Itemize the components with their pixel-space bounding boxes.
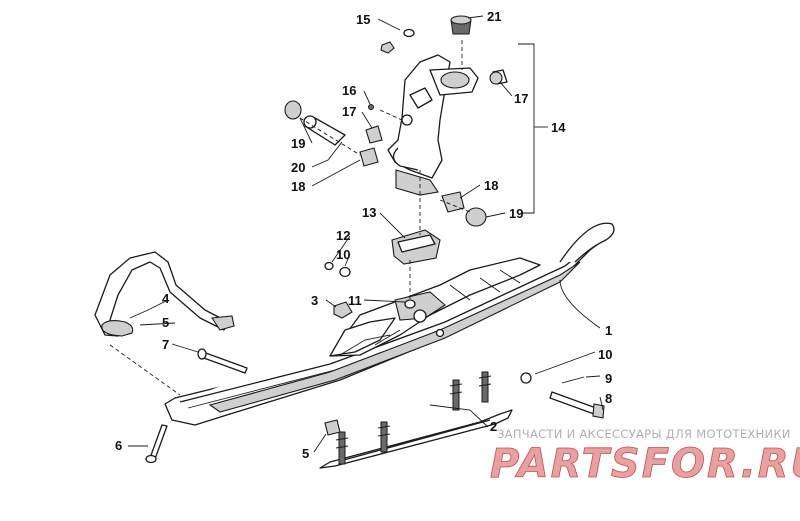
callout-12: 12 (336, 228, 350, 243)
callout-3: 3 (311, 293, 318, 308)
leader-lines (109, 15, 604, 453)
watermark-brand-main: PARTSFOR (490, 441, 741, 487)
watermark-logo: PARTSFOR.RU (490, 441, 800, 487)
wear-rod (319, 371, 513, 469)
callout-14: 14 (551, 120, 566, 135)
callout-21: 21 (487, 9, 501, 24)
callout-15: 15 (356, 12, 370, 27)
watermark-tagline: ЗАПЧАСТИ И АКСЕССУАРЫ ДЛЯ МОТОТЕХНИКИ (497, 427, 791, 441)
callout-13: 13 (362, 205, 376, 220)
ski-body (164, 222, 615, 426)
callout-1: 1 (605, 323, 612, 338)
callout-7: 7 (162, 337, 169, 352)
callout-17-left: 17 (342, 104, 356, 119)
callout-18-right: 18 (484, 178, 498, 193)
callout-4: 4 (162, 291, 170, 306)
callout-20: 20 (291, 160, 305, 175)
callout-19-left: 19 (291, 136, 305, 151)
callout-labels: 15 21 17 16 17 14 19 20 18 18 19 13 12 1… (115, 9, 612, 461)
callout-9: 9 (605, 371, 612, 386)
callout-10-upper: 10 (336, 247, 350, 262)
hardware (145, 15, 605, 464)
watermark: ЗАПЧАСТИ И АКСЕССУАРЫ ДЛЯ МОТОТЕХНИКИ PA… (490, 427, 800, 487)
callout-8: 8 (605, 391, 612, 406)
watermark-brand-tld: .RU (741, 441, 800, 487)
callout-17-right: 17 (514, 91, 528, 106)
callout-10-lower: 10 (598, 347, 612, 362)
ski-loop (94, 251, 235, 337)
spindle (387, 54, 479, 196)
callout-6: 6 (115, 438, 122, 453)
callout-5-lower: 5 (302, 446, 309, 461)
callout-16: 16 (342, 83, 356, 98)
callout-18-left: 18 (291, 179, 305, 194)
callout-5-upper: 5 (162, 315, 169, 330)
callout-2: 2 (490, 419, 497, 434)
callout-19-right: 19 (509, 206, 523, 221)
callout-11: 11 (348, 293, 362, 308)
